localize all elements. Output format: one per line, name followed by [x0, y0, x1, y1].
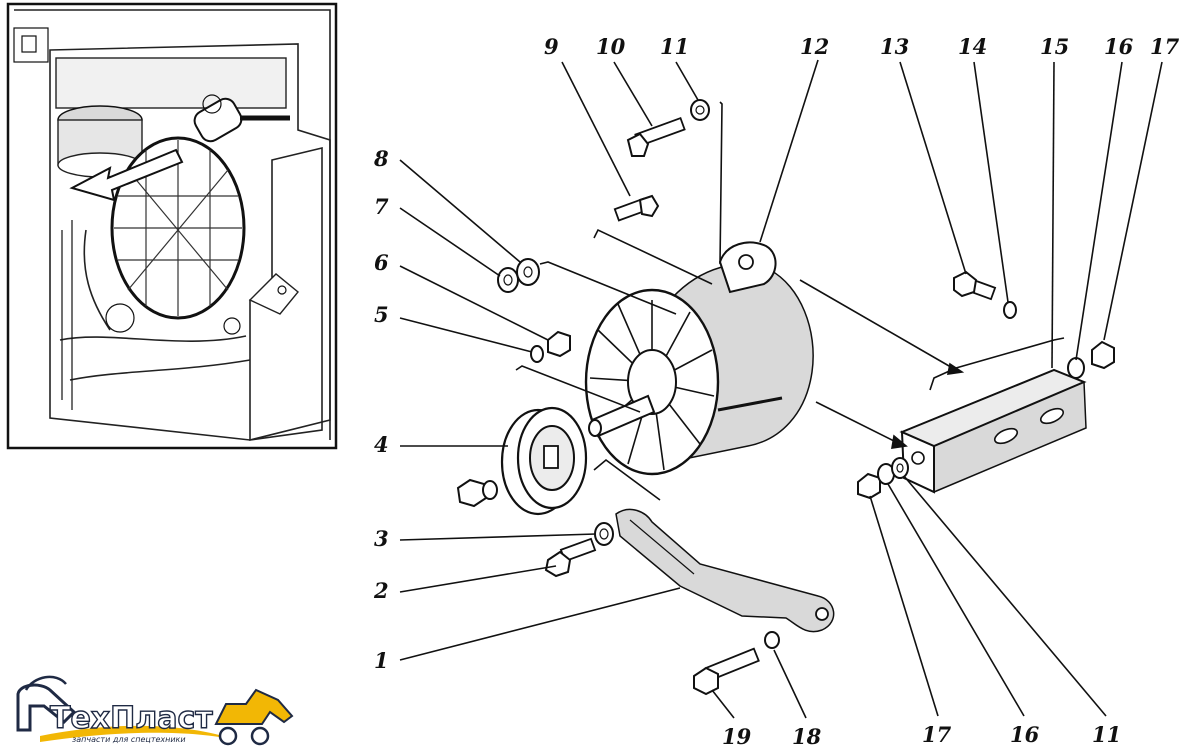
pulley [500, 406, 588, 516]
callout-2: 2 [373, 578, 389, 603]
block-bolt-13-and-washer-14 [953, 270, 1017, 319]
callout-12: 12 [800, 34, 829, 59]
callout-16-top: 16 [1104, 34, 1134, 59]
callout-14: 14 [958, 34, 987, 59]
callout-1: 1 [374, 648, 389, 673]
fan-guard-grid [114, 140, 242, 316]
leader-lines [399, 59, 1163, 719]
logo-tagline: запчасти для спецтехники [72, 735, 186, 744]
callout-numbers: 1 2 3 4 5 6 7 8 9 10 11 12 13 14 15 16 1… [373, 34, 1180, 749]
callout-3: 3 [374, 526, 389, 551]
callout-10: 10 [596, 34, 626, 59]
logo-swoosh [40, 725, 236, 742]
callout-18: 18 [792, 724, 822, 749]
inset-installation-view [6, 2, 338, 450]
adjusting-bracket [615, 508, 835, 633]
top-bolts-and-washers [497, 99, 710, 363]
callout-11-top: 11 [660, 34, 689, 59]
callout-8: 8 [373, 146, 389, 171]
right-nut-and-washer [1067, 340, 1115, 379]
callout-9: 9 [544, 34, 559, 59]
callout-16-bottom: 16 [1010, 722, 1040, 747]
callout-7: 7 [374, 194, 389, 219]
lower-bolt-19-and-washer-18 [693, 631, 780, 696]
callout-19: 19 [722, 724, 752, 749]
alternator [584, 241, 814, 476]
logo: ТехПласт запчасти для спецтехники [16, 675, 294, 746]
callout-4: 4 [374, 432, 389, 457]
callout-6: 6 [374, 250, 389, 275]
callout-5: 5 [374, 302, 389, 327]
bracket-bolt-2-and-washer-3 [544, 522, 614, 578]
callout-17-top: 17 [1150, 34, 1180, 59]
loader-logo-icon [214, 688, 294, 725]
pulley-nut-and-washer [456, 478, 498, 508]
callout-11-bottom: 11 [1092, 722, 1121, 747]
mounting-block-15 [899, 368, 1087, 494]
assembly-paths [515, 101, 1065, 501]
excavator-logo-icon [16, 683, 77, 732]
logo-name: ТехПласт [50, 701, 213, 736]
callout-13: 13 [880, 34, 909, 59]
callout-17-bottom: 17 [922, 722, 952, 747]
callout-15: 15 [1040, 34, 1069, 59]
lower-nut-washers [857, 457, 909, 500]
